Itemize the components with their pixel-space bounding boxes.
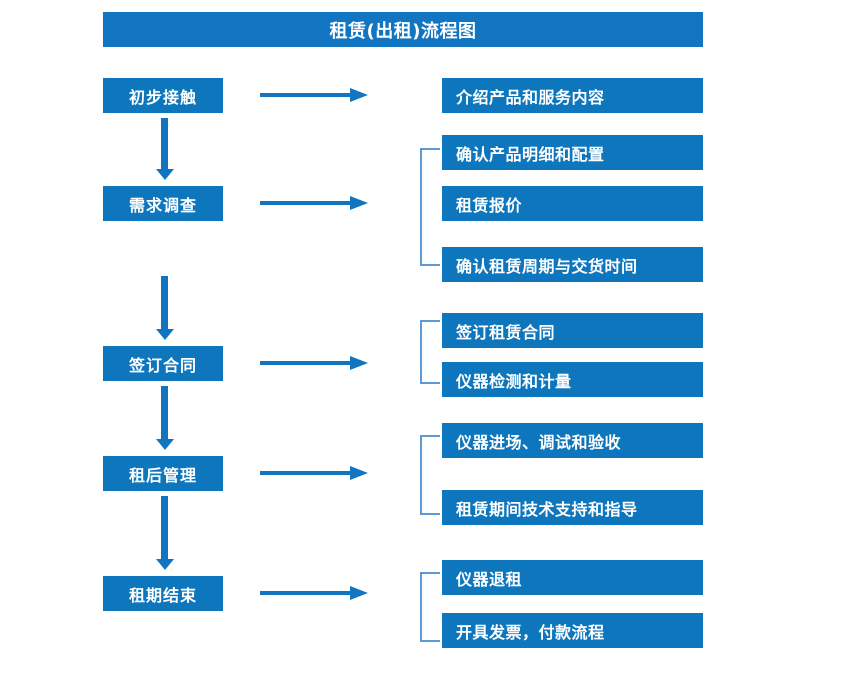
stage-box-2[interactable]: 需求调查: [103, 186, 223, 221]
page-title: 租赁(出租)流程图: [329, 20, 477, 42]
stage-box-3[interactable]: 签订合同: [103, 346, 223, 381]
stage-label-3: 签订合同: [128, 355, 197, 375]
arrow-shaft: [260, 93, 352, 97]
detail-box-4-2[interactable]: 租赁期间技术支持和指导: [442, 490, 703, 525]
stage-label-4: 租后管理: [128, 465, 197, 485]
group-bracket-3: [420, 320, 440, 384]
arrow-right-icon-3: [260, 356, 368, 370]
arrow-head: [350, 466, 368, 480]
detail-label: 租赁报价: [456, 195, 523, 215]
arrow-shaft: [161, 386, 168, 439]
arrow-right-icon-1: [260, 88, 368, 102]
stage-label-1: 初步接触: [128, 87, 197, 107]
arrow-down-icon-3: [156, 386, 174, 450]
arrow-down-icon-4: [156, 496, 174, 570]
detail-label: 租赁期间技术支持和指导: [456, 499, 638, 519]
detail-box-3-2[interactable]: 仪器检测和计量: [442, 362, 703, 397]
detail-box-2-1[interactable]: 确认产品明细和配置: [442, 135, 703, 170]
arrow-shaft: [161, 118, 168, 169]
group-bracket-5: [420, 572, 440, 642]
detail-label: 仪器进场、调试和验收: [456, 432, 622, 452]
detail-label: 确认产品明细和配置: [456, 144, 605, 164]
arrow-head: [156, 559, 174, 570]
arrow-shaft: [260, 471, 352, 475]
stage-box-4[interactable]: 租后管理: [103, 456, 223, 491]
arrow-shaft: [260, 591, 352, 595]
detail-label: 仪器检测和计量: [456, 371, 572, 391]
detail-box-2-2[interactable]: 租赁报价: [442, 186, 703, 221]
arrow-head: [350, 356, 368, 370]
detail-label: 仪器退租: [456, 569, 523, 589]
group-bracket-4: [420, 435, 440, 515]
arrow-head: [156, 169, 174, 180]
detail-label: 确认租赁周期与交货时间: [456, 256, 638, 276]
arrow-shaft: [260, 361, 352, 365]
stage-box-1[interactable]: 初步接触: [103, 78, 223, 113]
arrow-head: [156, 329, 174, 340]
detail-label: 签订租赁合同: [456, 322, 556, 342]
arrow-head: [350, 586, 368, 600]
detail-box-5-1[interactable]: 仪器退租: [442, 560, 703, 595]
arrow-shaft: [161, 276, 168, 329]
stage-label-5: 租期结束: [128, 585, 197, 605]
detail-box-4-1[interactable]: 仪器进场、调试和验收: [442, 423, 703, 458]
detail-box-2-3[interactable]: 确认租赁周期与交货时间: [442, 247, 703, 282]
arrow-shaft: [260, 201, 352, 205]
detail-box-1-1[interactable]: 介绍产品和服务内容: [442, 78, 703, 113]
arrow-head: [350, 88, 368, 102]
arrow-down-icon-2: [156, 276, 174, 340]
arrow-right-icon-4: [260, 466, 368, 480]
detail-box-3-1[interactable]: 签订租赁合同: [442, 313, 703, 348]
arrow-head: [350, 196, 368, 210]
stage-label-2: 需求调查: [128, 195, 197, 215]
arrow-shaft: [161, 496, 168, 559]
stage-box-5[interactable]: 租期结束: [103, 576, 223, 611]
detail-label: 介绍产品和服务内容: [456, 87, 605, 107]
group-bracket-2: [420, 148, 440, 266]
detail-box-5-2[interactable]: 开具发票，付款流程: [442, 613, 703, 648]
chart-title-bar: 租赁(出租)流程图: [103, 12, 703, 47]
arrow-right-icon-2: [260, 196, 368, 210]
arrow-head: [156, 439, 174, 450]
detail-label: 开具发票，付款流程: [456, 622, 605, 642]
arrow-down-icon-1: [156, 118, 174, 180]
arrow-right-icon-5: [260, 586, 368, 600]
